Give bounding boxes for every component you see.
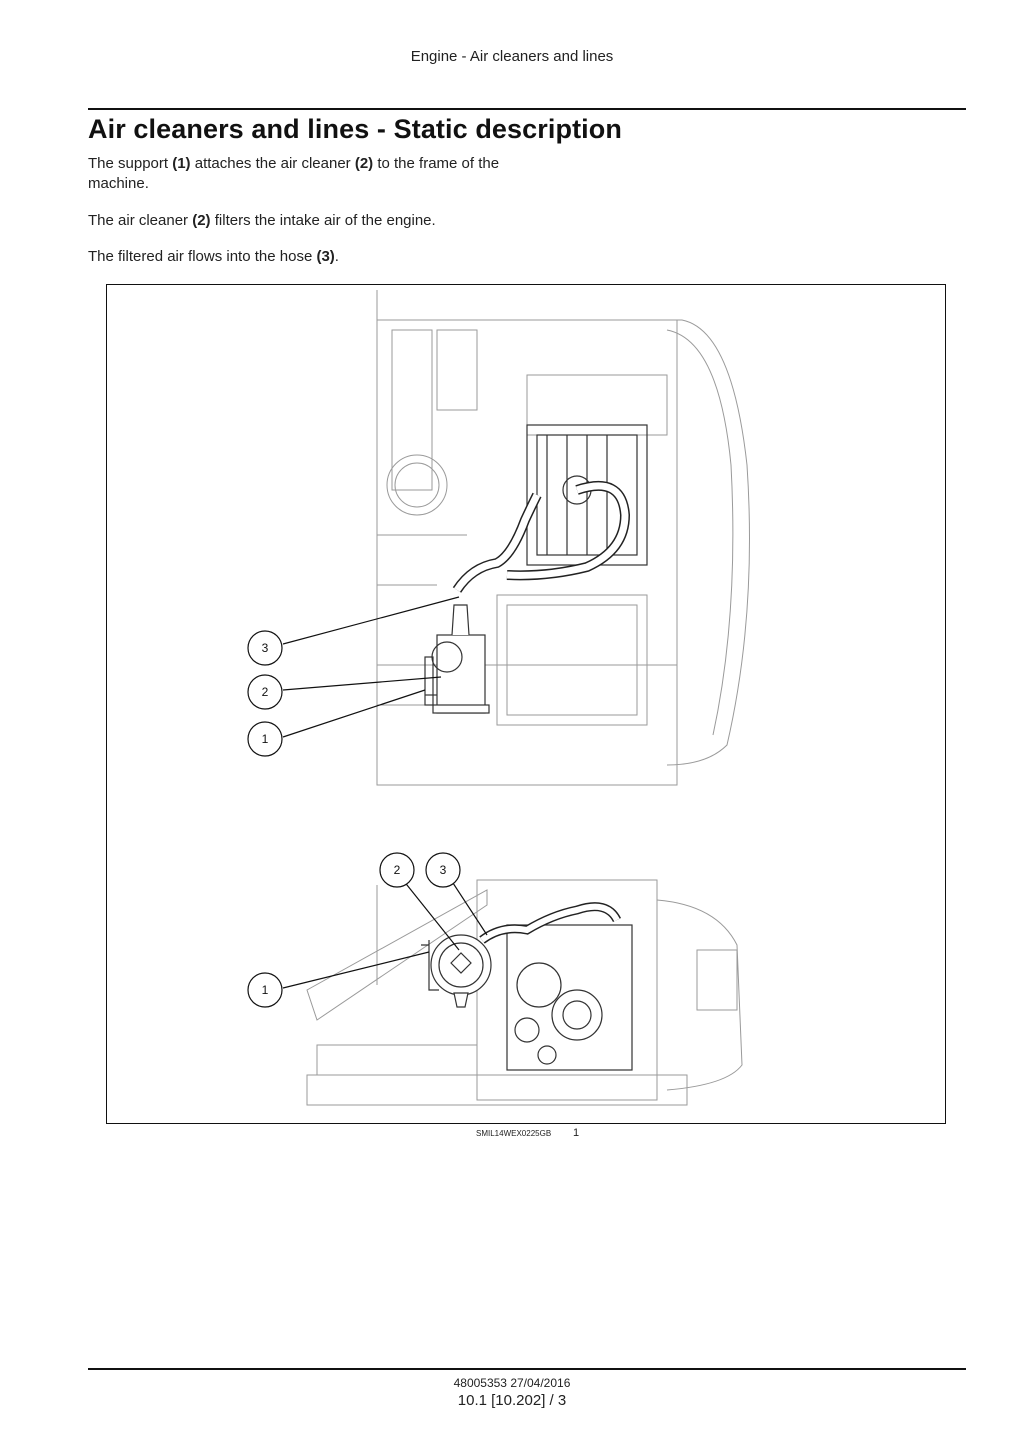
leader-line-hose-top (282, 596, 460, 645)
footer-page-reference: 10.1 [10.202] / 3 (457, 1392, 567, 1409)
engine-drawing (306, 290, 750, 1106)
callout-bubble (247, 674, 283, 710)
leader-line-air-cleaner-bottom (402, 879, 460, 951)
callouts-layer: 3 2 1 2 3 1 (247, 596, 488, 1008)
section-title: Air cleaners and lines - Static descript… (88, 114, 622, 144)
paragraph-support: The support (1) attaches the air cleaner… (88, 155, 500, 192)
header-rule (88, 108, 966, 110)
callout-label-support-top: 1 (262, 732, 269, 746)
figure-caption-code: SMIL14WEX0225GB (476, 1129, 552, 1138)
footer-rule (88, 1368, 966, 1370)
callout-bubble (247, 721, 283, 757)
leader-line-air-cleaner-top (282, 676, 442, 691)
footer-document-reference: 48005353 27/04/2016 (453, 1376, 571, 1390)
callout-label-hose-bottom: 3 (440, 863, 447, 877)
running-header: Engine - Air cleaners and lines (410, 48, 614, 65)
callout-bubble (379, 852, 415, 888)
callout-bubble (247, 972, 283, 1008)
figure-number: 1 (573, 1127, 580, 1139)
callout-bubble (247, 630, 283, 666)
technical-figure: 3 2 1 2 3 1 (106, 284, 946, 1124)
callout-label-support-bottom: 1 (262, 983, 269, 997)
callout-label-air-cleaner-top: 2 (262, 685, 269, 699)
callout-label-hose-top: 3 (262, 641, 269, 655)
callout-label-air-cleaner-bottom: 2 (394, 863, 401, 877)
paragraph-hose: The filtered air flows into the hose (3)… (88, 248, 339, 265)
paragraph-air-cleaner: The air cleaner (2) filters the intake a… (88, 212, 436, 229)
callout-bubble (425, 852, 461, 888)
leader-line-hose-bottom (450, 879, 488, 936)
leader-line-support-bottom (282, 951, 430, 989)
leader-line-support-top (282, 689, 426, 738)
